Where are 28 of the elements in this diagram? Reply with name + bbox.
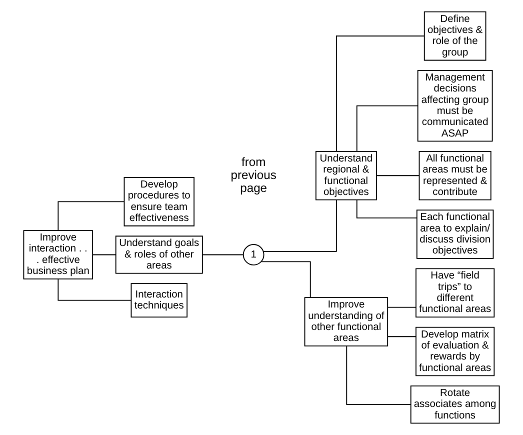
connector: [58, 201, 125, 231]
node-box: Develop matrix of evaluation & rewards by functional areas: [416, 326, 495, 376]
connector: [346, 346, 412, 406]
connector: [58, 278, 132, 301]
node-circle: 1: [242, 244, 264, 266]
connector: [260, 261, 311, 298]
connector: [262, 200, 337, 252]
connector: [336, 36, 425, 152]
node-box: Improve understanding of other functional areas: [304, 297, 388, 346]
node-box: Define objectives & role of the group: [424, 11, 486, 61]
node-box: All functional areas must be represented & contribute: [418, 150, 492, 200]
node-box: Management decisions affecting group must be communicated ASAP: [417, 70, 493, 142]
label: from previous page: [230, 154, 276, 195]
connector: [387, 336, 416, 338]
connector: [376, 175, 420, 176]
node-box: Improve interaction . . . effective business plan: [23, 230, 94, 280]
node-box: Develop procedures to ensure team effectiveness: [124, 177, 194, 226]
connector: [202, 254, 244, 256]
node-box: Rotate associates among functions: [410, 385, 500, 424]
node-box: Each functional area to explain/ discuss division objectives: [416, 210, 494, 259]
node-box: Understand regional & functional objectives: [315, 150, 377, 200]
node-box: Interaction techniques: [130, 283, 188, 318]
node-box: Have “field trips” to different functional areas: [416, 268, 495, 318]
connector: [356, 200, 418, 218]
connector: [92, 254, 116, 256]
connector: [356, 105, 418, 152]
node-box: Understand goals & roles of other areas: [115, 236, 203, 274]
connector: [387, 306, 416, 308]
